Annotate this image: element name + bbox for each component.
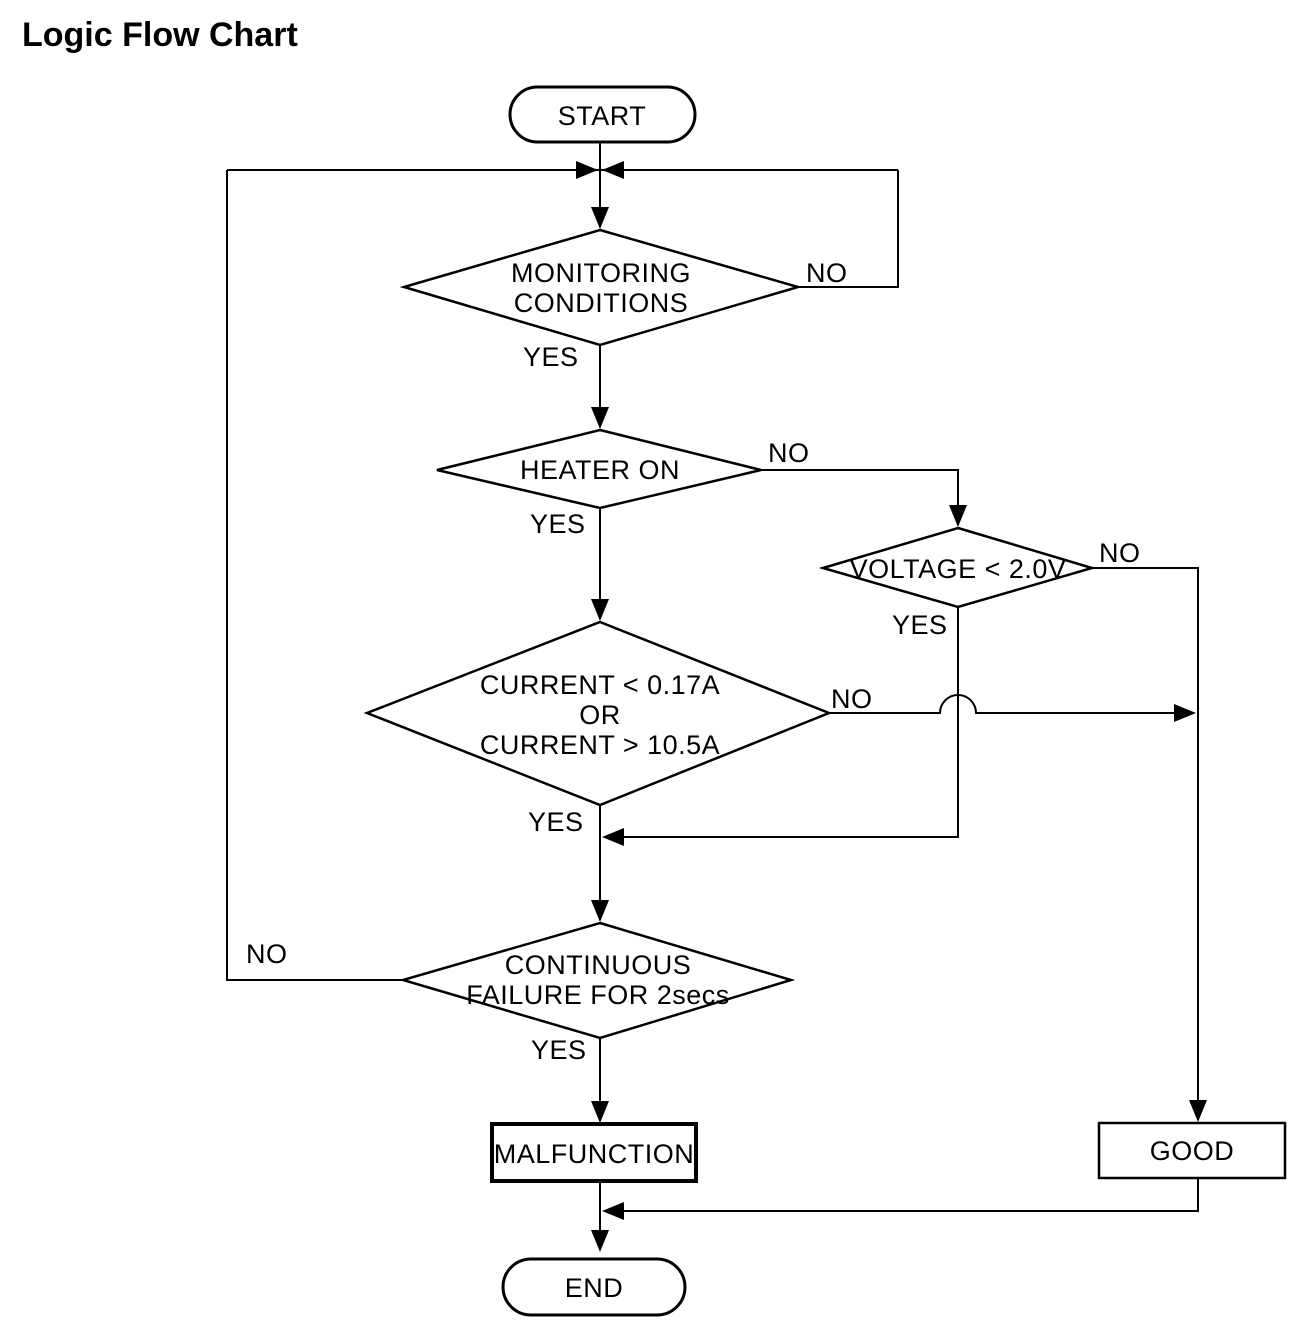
- node-heater-on: HEATER ON: [436, 428, 762, 510]
- heater-no-label: NO: [768, 438, 810, 468]
- arrowhead-into-monitoring: [591, 207, 609, 229]
- node-monitoring-conditions: MONITORING CONDITIONS: [399, 228, 803, 347]
- edge-voltage-no: [1092, 567, 1199, 1117]
- current-label-line3: CURRENT > 10.5A: [480, 730, 720, 760]
- edge-voltage-yes: [610, 607, 959, 838]
- arrowhead-voltage-yes-merge: [602, 828, 624, 846]
- voltage-yes-label: YES: [892, 610, 948, 640]
- current-no-label: NO: [831, 684, 873, 714]
- edge-good-merge: [610, 1178, 1199, 1212]
- good-process-shape: [1097, 1121, 1287, 1180]
- arrowhead-into-heater: [591, 407, 609, 429]
- monitoring-label-line1: MONITORING: [511, 258, 691, 288]
- node-continuous-failure: CONTINUOUS FAILURE FOR 2secs: [398, 921, 796, 1040]
- arrowhead-good-merge: [602, 1202, 624, 1220]
- heater-yes-label: YES: [530, 509, 586, 539]
- arrowhead-into-malfunction: [591, 1101, 609, 1123]
- arrowhead-into-continuous: [591, 900, 609, 922]
- node-current-check: CURRENT < 0.17A OR CURRENT > 10.5A: [363, 620, 833, 807]
- start-label: START: [558, 101, 647, 131]
- continuous-yes-label: YES: [531, 1035, 587, 1065]
- arrowhead-junction-from-left: [576, 161, 598, 179]
- malfunction-label: MALFUNCTION: [494, 1139, 695, 1169]
- continuous-label-line2: FAILURE FOR 2secs: [466, 980, 730, 1010]
- edge-current-no-with-hop: [829, 694, 1178, 714]
- current-yes-label: YES: [528, 807, 584, 837]
- arrowhead-into-voltage: [949, 505, 967, 527]
- edge-heater-no: [761, 469, 959, 522]
- continuous-decision-shape: [398, 921, 796, 1040]
- start-terminator-shape: [508, 85, 697, 144]
- current-decision-shape: [363, 620, 833, 807]
- page-title: Logic Flow Chart: [22, 16, 298, 54]
- edge-monitoring-no-loop: [798, 170, 899, 288]
- node-voltage-check: VOLTAGE < 2.0V: [818, 526, 1097, 609]
- monitoring-label-line2: CONDITIONS: [514, 288, 689, 318]
- end-terminator-shape: [501, 1257, 687, 1317]
- node-malfunction: MALFUNCTION: [490, 1122, 698, 1183]
- current-label-line2: OR: [579, 700, 621, 730]
- good-label: GOOD: [1150, 1136, 1235, 1166]
- arrowhead-current-no-join: [1174, 704, 1196, 722]
- arrowhead-into-good: [1189, 1100, 1207, 1122]
- arrowhead-into-end: [591, 1230, 609, 1252]
- node-start: START: [508, 85, 697, 144]
- voltage-no-label: NO: [1099, 538, 1141, 568]
- node-end: END: [501, 1257, 687, 1317]
- current-label-line1: CURRENT < 0.17A: [480, 670, 720, 700]
- arrowhead-into-current: [591, 599, 609, 621]
- arrowhead-junction-from-right: [602, 161, 624, 179]
- monitoring-yes-label: YES: [523, 342, 579, 372]
- voltage-label: VOLTAGE < 2.0V: [850, 554, 1067, 584]
- continuous-no-label: NO: [246, 939, 288, 969]
- monitoring-decision-shape: [399, 228, 803, 347]
- voltage-decision-shape: [818, 526, 1097, 609]
- heater-decision-shape: [436, 428, 762, 510]
- edge-continuous-no-loop: [226, 170, 403, 981]
- end-label: END: [565, 1273, 624, 1303]
- monitoring-no-label: NO: [806, 258, 848, 288]
- continuous-label-line1: CONTINUOUS: [505, 950, 692, 980]
- heater-label: HEATER ON: [520, 455, 680, 485]
- node-good: GOOD: [1097, 1121, 1287, 1180]
- malfunction-process-shape: [490, 1122, 698, 1183]
